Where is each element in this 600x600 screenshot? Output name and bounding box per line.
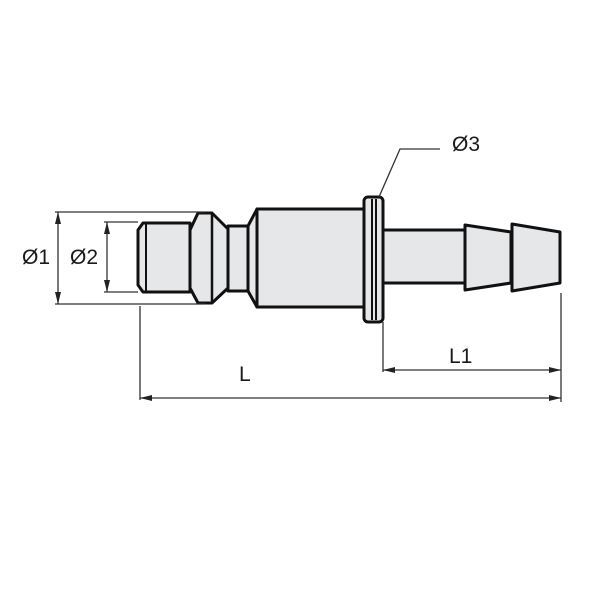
hose-tube	[381, 228, 467, 285]
flange	[362, 195, 385, 324]
coupling-plug-part	[136, 195, 562, 324]
d3-leader	[378, 148, 440, 198]
d1-label: Ø1	[22, 246, 51, 269]
d3-label: Ø3	[452, 133, 481, 156]
length-label: L	[239, 363, 251, 386]
d2-label: Ø2	[70, 246, 99, 269]
length1-label: L1	[449, 345, 473, 368]
barb-2	[510, 222, 562, 293]
main-body	[255, 207, 366, 309]
barb-1	[463, 223, 513, 292]
neck	[226, 224, 250, 293]
nose	[136, 221, 192, 294]
dimension-lines	[55, 148, 562, 402]
locking-collar	[188, 211, 230, 305]
